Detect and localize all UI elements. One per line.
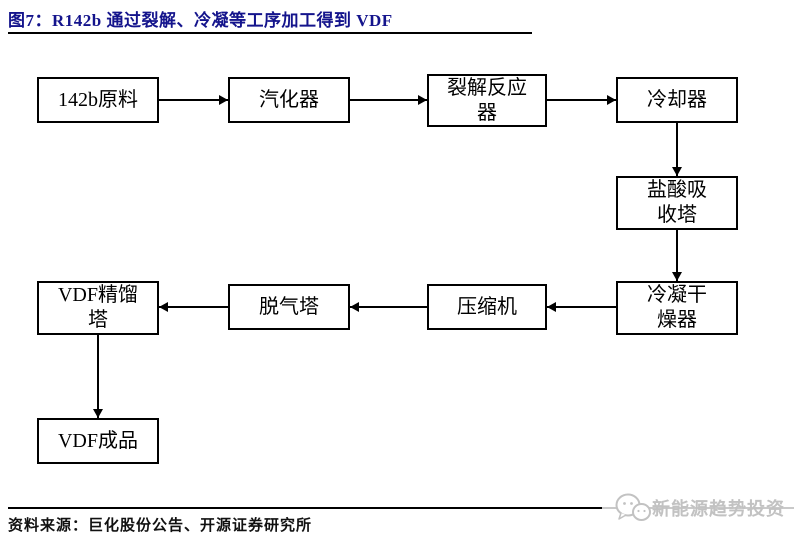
- flow-edge-vaporizer-to-cracking-reactor: [350, 99, 427, 101]
- title-underline: [8, 32, 532, 34]
- flow-edge-hcl-absorber-to-condenser-dryer: [676, 230, 678, 281]
- flow-node-compressor: 压缩机: [427, 284, 547, 330]
- figure-title: 图7：R142b 通过裂解、冷凝等工序加工得到 VDF: [8, 11, 393, 30]
- flow-edge-cracking-reactor-to-cooler: [547, 99, 616, 101]
- flow-node-vdf-rectifier: VDF精馏 塔: [37, 281, 159, 335]
- flow-node-condenser-dryer: 冷凝干 燥器: [616, 281, 738, 335]
- flow-node-label: VDF精馏 塔: [57, 284, 138, 331]
- flow-edge-vdf-rectifier-to-vdf-product: [97, 335, 99, 418]
- flow-node-hcl-absorber: 盐酸吸 收塔: [616, 176, 738, 230]
- watermark: 新能源趋势投资: [602, 490, 794, 526]
- flow-node-raw-142b: 142b原料: [37, 77, 159, 123]
- flow-node-label: 盐酸吸 收塔: [647, 179, 707, 226]
- flow-node-label: 冷凝干 燥器: [647, 284, 707, 331]
- flow-node-label: 脱气塔: [259, 295, 319, 318]
- flow-node-vdf-product: VDF成品: [37, 418, 159, 464]
- flow-node-cooler: 冷却器: [616, 77, 738, 123]
- flow-node-degassing-tower: 脱气塔: [228, 284, 350, 330]
- flow-node-label: VDF成品: [57, 429, 138, 452]
- flow-node-label: 142b原料: [58, 88, 138, 111]
- wechat-chat-bubbles-icon: [615, 493, 651, 521]
- watermark-text: 新能源趋势投资: [652, 499, 785, 519]
- flow-edge-cooler-to-hcl-absorber: [676, 123, 678, 176]
- flow-edge-raw-142b-to-vaporizer: [159, 99, 228, 101]
- flow-node-label: 裂解反应 器: [447, 76, 527, 124]
- flow-node-cracking-reactor: 裂解反应 器: [427, 74, 547, 127]
- flow-edge-compressor-to-degassing-tower: [350, 306, 427, 308]
- flow-node-label: 冷却器: [647, 88, 707, 111]
- flowchart-canvas: 142b原料 汽化器 裂解反应 器 冷却器盐酸吸 收塔冷凝干 燥器 压缩机 脱气塔 VDF精…: [0, 0, 800, 500]
- flow-edge-degassing-tower-to-vdf-rectifier: [159, 306, 228, 308]
- flow-node-label: 汽化器: [259, 88, 319, 111]
- flow-node-vaporizer: 汽化器: [228, 77, 350, 123]
- source-note: 资料来源：巨化股份公告、开源证券研究所: [8, 518, 313, 534]
- flow-node-label: 压缩机: [457, 295, 517, 318]
- footer-divider: [8, 507, 605, 509]
- flow-edge-condenser-dryer-to-compressor: [547, 306, 616, 308]
- watermark-line: [602, 507, 794, 509]
